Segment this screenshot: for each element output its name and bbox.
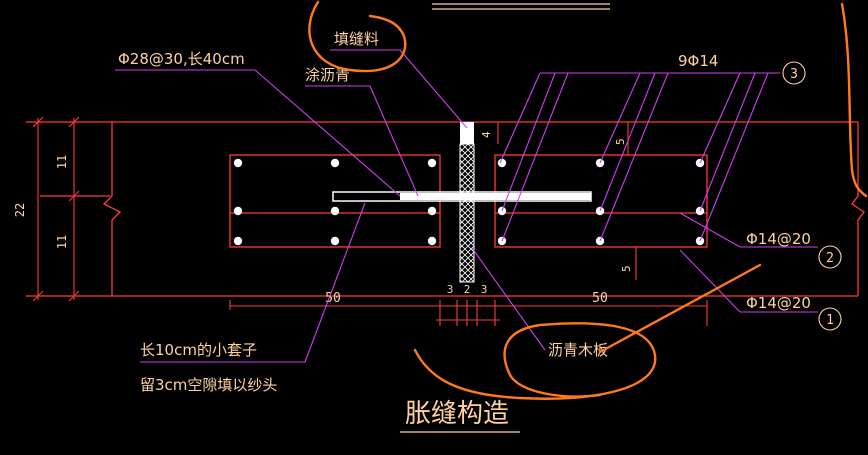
- bottom-dimension: [229, 300, 708, 326]
- asphalt-coat-label: 涂沥青: [305, 66, 350, 84]
- dim-upper-half: 11: [55, 155, 69, 169]
- dim-gap-b: 2: [464, 283, 471, 296]
- dim-left-width: 50: [325, 291, 341, 306]
- callout-1: 1: [826, 313, 834, 328]
- dim-gap-c: 3: [481, 283, 488, 296]
- dim-lower-half: 11: [55, 235, 69, 249]
- dim-total-height: 22: [13, 203, 27, 217]
- dim-top-cover: 4: [480, 131, 493, 138]
- dowel-label: Φ28@30,长40cm: [118, 50, 245, 68]
- cover-dims: [497, 122, 637, 280]
- fill-material-label: 填缝料: [334, 30, 379, 48]
- gap-note-label: 留3cm空隙填以纱头: [140, 376, 277, 394]
- rebar-group-label: 9Φ14: [678, 52, 718, 70]
- left-dimension: [32, 116, 80, 302]
- callout-3: 3: [790, 67, 798, 82]
- dim-right-bottom-cover: 5: [620, 265, 633, 272]
- drawing-title: 胀缝构造: [405, 399, 509, 429]
- sleeve-label: 长10cm的小套子: [140, 341, 257, 359]
- bar-2-label: Φ14@20: [746, 230, 811, 248]
- dim-gap-a: 3: [447, 283, 454, 296]
- dim-right-top-cover: 5: [614, 138, 627, 145]
- callout-2: 2: [826, 251, 834, 266]
- asphalt-board-joint: [459, 122, 475, 283]
- bar-1-label: Φ14@20: [746, 294, 811, 312]
- slab-outline: [26, 121, 865, 297]
- hand-markup: [308, 0, 868, 400]
- asphalt-board-label: 沥青木板: [548, 341, 608, 359]
- dim-right-width: 50: [592, 291, 608, 306]
- callout-circles: [782, 61, 842, 331]
- leader-lines: [115, 49, 818, 363]
